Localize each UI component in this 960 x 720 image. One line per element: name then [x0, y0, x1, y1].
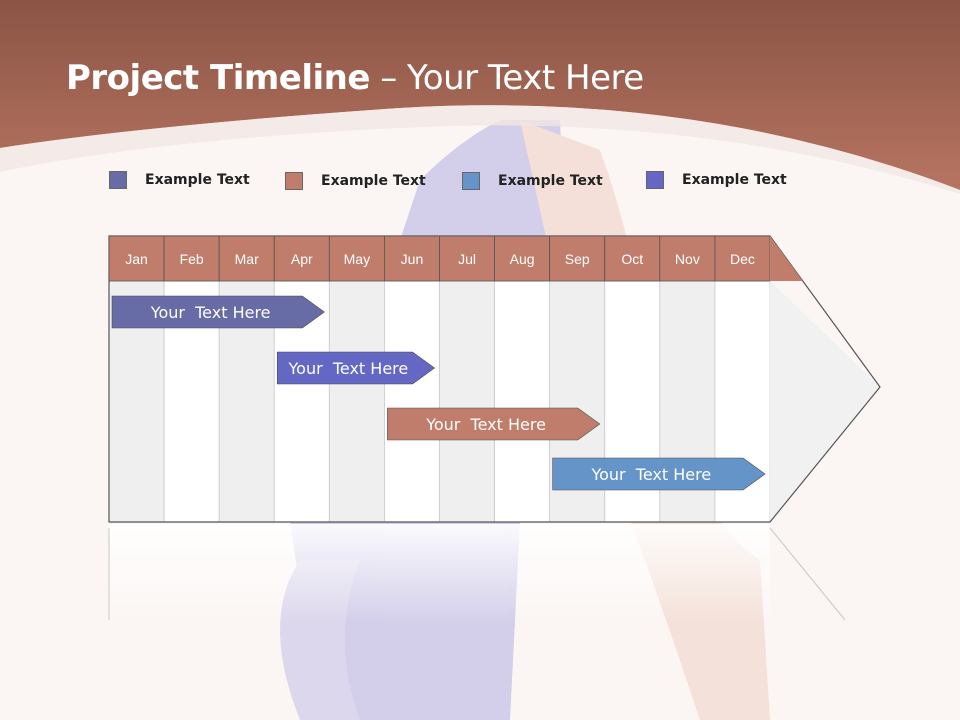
header-swoosh: [0, 105, 960, 194]
month-header-nov: [659, 235, 716, 282]
month-header-apr: [273, 235, 330, 282]
month-label-feb: Feb: [180, 251, 204, 267]
month-column-jul: [439, 280, 495, 523]
month-header-sep: [549, 235, 606, 282]
task-bar-label-3: Your Text Here: [425, 415, 546, 434]
legend-label-1: Example Text: [145, 172, 250, 188]
legend-swatch-4: [646, 171, 664, 189]
legend-swatch-3: [462, 172, 480, 190]
month-column-jun: [384, 280, 440, 523]
task-bar-4[interactable]: [552, 457, 766, 491]
legend-swatch-2: [285, 172, 303, 190]
month-label-jun: Jun: [401, 251, 424, 267]
task-bar-1[interactable]: [111, 295, 325, 329]
month-label-jul: Jul: [458, 251, 476, 267]
month-label-nov: Nov: [675, 251, 700, 267]
month-column-aug: [494, 280, 551, 523]
legend-label-3: Example Text: [498, 173, 603, 189]
month-label-jan: Jan: [125, 251, 148, 267]
month-header-jul: [439, 235, 495, 282]
month-label-may: May: [344, 251, 370, 267]
month-header-feb: [163, 235, 220, 282]
task-bar-label-4: Your Text Here: [590, 465, 711, 484]
title-rest: – Your Text Here: [369, 58, 644, 98]
arrow-header-tip: [770, 236, 803, 281]
timeline-reflection: [108, 524, 846, 624]
task-bar-3[interactable]: [387, 407, 601, 441]
month-label-aug: Aug: [510, 251, 535, 267]
month-header-oct: [604, 235, 661, 282]
month-header-may: [328, 235, 385, 282]
title-bold: Project Timeline: [66, 58, 370, 98]
month-column-may: [328, 280, 385, 523]
reflection-panel: [109, 524, 770, 624]
month-label-apr: Apr: [291, 251, 313, 267]
month-label-sep: Sep: [565, 251, 590, 267]
header-band: [0, 0, 960, 190]
task-bar-label-1: Your Text Here: [150, 303, 271, 322]
task-bar-label-2: Your Text Here: [288, 359, 409, 378]
month-label-dec: Dec: [730, 251, 755, 267]
month-header-dec: [714, 235, 771, 282]
legend-swatch-1: [109, 171, 127, 189]
month-label-oct: Oct: [621, 251, 643, 267]
legend-label-2: Example Text: [321, 173, 426, 189]
legend-label-4: Example Text: [682, 172, 787, 188]
month-header-row: Jan Feb Mar Apr May Jun Jul Aug Sep Oct Nov Dec: [108, 235, 803, 282]
arrow-head-fill: [770, 281, 880, 522]
month-header-aug: [494, 235, 551, 282]
page-title: Project Timeline – Your Text Here: [66, 58, 644, 98]
task-bar-2[interactable]: [276, 351, 436, 385]
month-label-mar: Mar: [235, 251, 259, 267]
reflection-edge-right: [769, 527, 846, 621]
